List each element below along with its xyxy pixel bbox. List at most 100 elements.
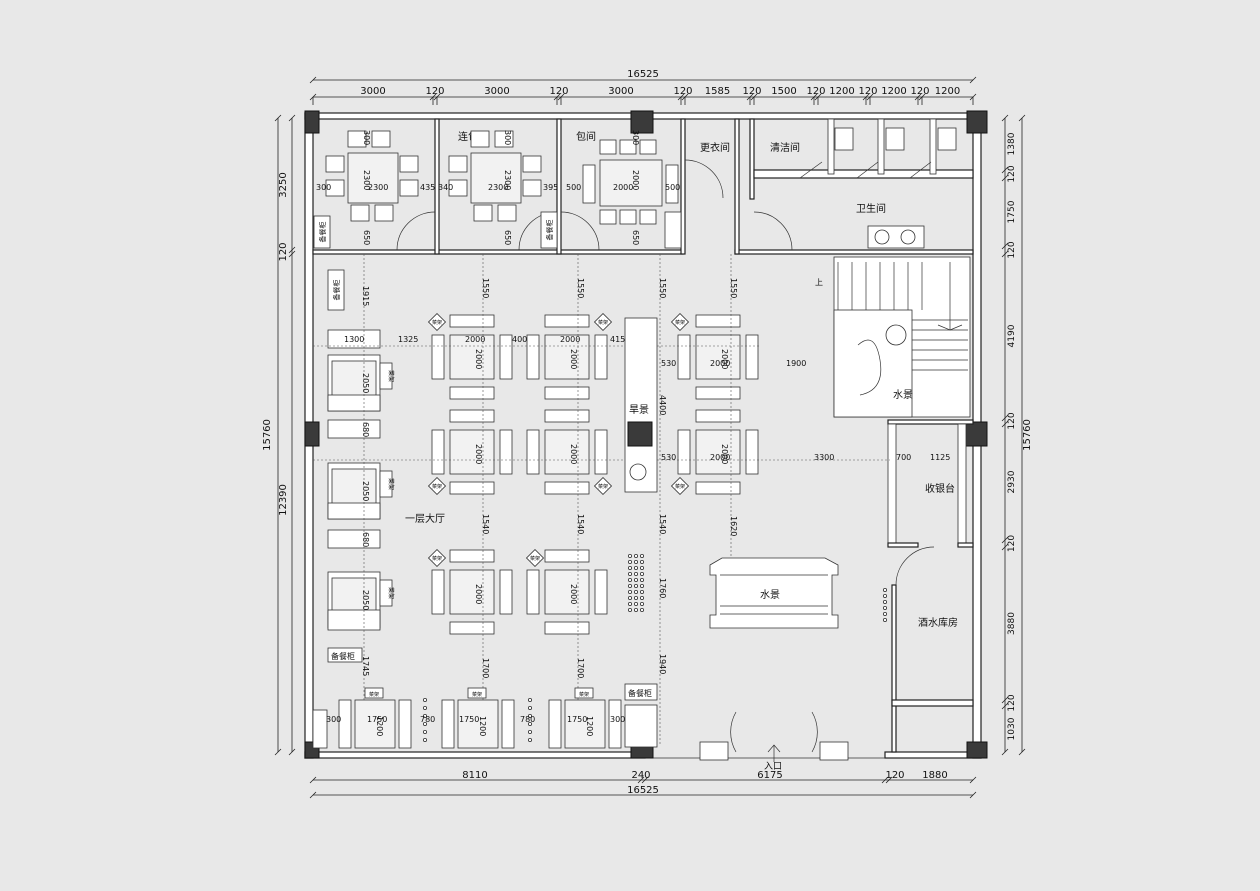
toilet-icon <box>937 127 957 151</box>
gravel-dot <box>634 608 639 613</box>
gravel-dot <box>528 706 533 711</box>
dim-1325: 1325 <box>398 335 418 344</box>
chair <box>522 155 542 173</box>
dim-2000: 2000 <box>560 335 580 344</box>
dim-340: 340 <box>438 183 453 192</box>
dim-1200: 1200 <box>375 716 384 736</box>
dim-650v: 650 <box>503 230 512 245</box>
dim-780: 780 <box>420 715 435 724</box>
cashier-label: 收银台 <box>925 482 955 495</box>
dim-tick <box>288 748 296 756</box>
hall-dimensions: 一层大厅 1325 400 415 530 530 1900 3300 700 … <box>326 278 950 724</box>
dim-1700: 1700 <box>576 658 585 678</box>
cashier-area: 收银台 酒水库房 <box>887 419 974 753</box>
chair <box>599 139 617 155</box>
chair <box>544 481 590 495</box>
stairs-up-label: 上 <box>815 278 823 287</box>
dim-1915: 1915 <box>361 286 370 306</box>
chair <box>399 179 419 197</box>
dim-tick <box>881 776 889 784</box>
dim-300: 300 <box>610 715 625 724</box>
chair <box>745 429 759 475</box>
dim-left-seg-2: 120 <box>278 242 289 261</box>
chair <box>544 386 590 400</box>
dim-435: 435 <box>420 183 435 192</box>
booth-seat <box>398 699 412 749</box>
dim-tick <box>1001 166 1009 174</box>
chair <box>582 164 596 204</box>
dim-right-seg: 4190 <box>1007 324 1017 347</box>
sideboard <box>540 211 558 249</box>
dim-bottom-seg-3: 6175 <box>757 770 782 781</box>
dim-tick <box>274 114 282 122</box>
chair <box>448 155 468 173</box>
gravel-dot <box>422 706 427 711</box>
dim-1620: 1620 <box>729 516 738 536</box>
dining-table <box>544 334 590 380</box>
rack-label: 菜架 <box>472 691 482 698</box>
rack <box>379 579 393 607</box>
dim-300: 300 <box>316 183 331 192</box>
dim-2000: 2000 <box>613 183 633 192</box>
chair <box>431 569 445 615</box>
dim-2000: 2000 <box>710 453 730 462</box>
dim-tick <box>969 76 977 84</box>
dim-tick <box>309 76 317 84</box>
entrance-label: 入口 <box>764 761 782 772</box>
sink-icon <box>900 229 916 245</box>
chair <box>745 334 759 380</box>
chair <box>526 429 540 475</box>
dim-2000: 2000 <box>569 584 578 604</box>
private-rooms: 连包 包间 更衣间 清洁间 卫生间 备餐柜 备餐柜 300 2300 435 3… <box>312 118 974 255</box>
dim-top-seg: 1200 <box>935 86 960 97</box>
wine-store-label: 酒水库房 <box>918 616 958 629</box>
chair <box>594 569 608 615</box>
chair <box>449 409 495 423</box>
dim-2300: 2300 <box>368 183 388 192</box>
rack <box>467 687 487 699</box>
rack-label: 菜架 <box>387 370 395 382</box>
gravel-dot <box>422 722 427 727</box>
booth-seat <box>608 699 622 749</box>
dim-tick <box>969 791 977 799</box>
chair <box>399 155 419 173</box>
restroom <box>799 118 957 249</box>
gravel-dot <box>883 594 888 599</box>
dim-2000: 2000 <box>720 444 729 464</box>
dim-1550: 1550 <box>658 278 667 298</box>
dim-tick <box>309 776 317 784</box>
dim-bottom-seg-1: 8110 <box>462 770 487 781</box>
rack <box>379 470 393 498</box>
chair <box>522 179 542 197</box>
gravel-dot <box>528 698 533 703</box>
dim-1745: 1745 <box>361 656 370 676</box>
dim-top-seg: 120 <box>742 86 761 97</box>
dim-top-seg: 120 <box>673 86 692 97</box>
dim-tick <box>309 791 317 799</box>
rack-label: 菜架 <box>432 319 442 326</box>
dim-bottom-overall: 16525 <box>627 785 659 796</box>
rack <box>427 312 447 332</box>
dim-tick <box>1001 420 1009 428</box>
dim-right-seg: 1030 <box>1007 717 1017 740</box>
dim-top-seg: 120 <box>806 86 825 97</box>
dim-500: 500 <box>566 183 581 192</box>
dim-650v: 650 <box>631 230 640 245</box>
gravel-dot <box>634 572 639 577</box>
dining-table <box>599 159 663 207</box>
dim-1540: 1540 <box>481 514 490 534</box>
planter <box>819 741 849 761</box>
rack-label: 菜架 <box>579 691 589 698</box>
chair <box>499 334 513 380</box>
gravel-dot <box>628 584 633 589</box>
booth-seat <box>327 502 381 520</box>
rack <box>593 476 613 496</box>
chair <box>695 409 741 423</box>
chair <box>677 334 691 380</box>
dim-left-seg-1: 3250 <box>278 172 289 197</box>
booth-table <box>564 699 606 749</box>
dim-left-overall: 15760 <box>262 419 273 451</box>
dim-1540: 1540 <box>658 514 667 534</box>
